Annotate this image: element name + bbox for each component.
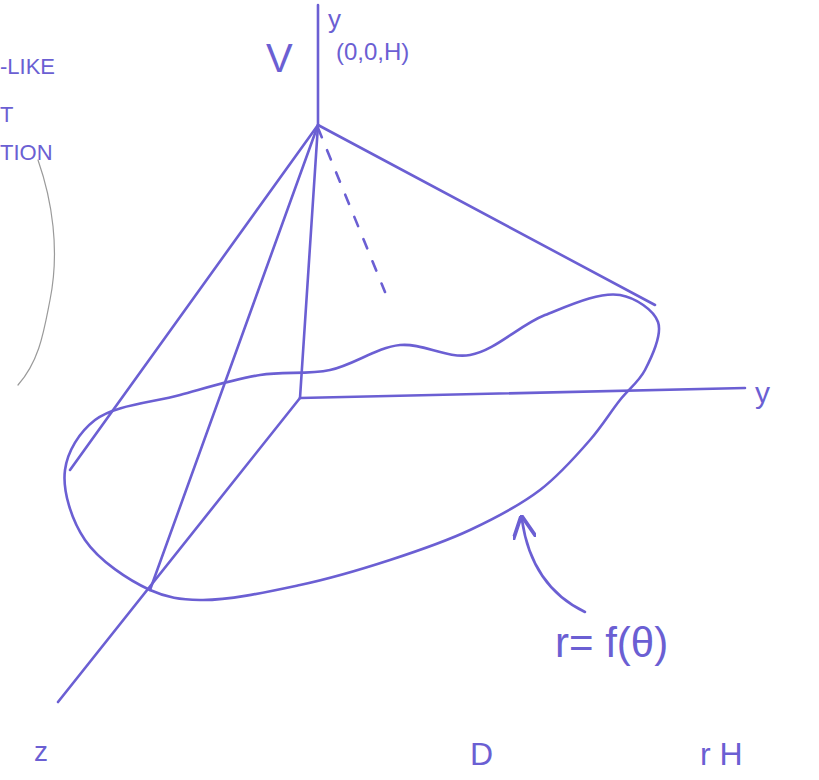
coordinate-label: (0,0,H) [336, 40, 409, 64]
vertex-label: V [266, 38, 293, 78]
axis-label: y [755, 378, 770, 408]
curve-label: r= f(θ) [555, 622, 668, 664]
cone-edge [318, 125, 655, 305]
base-curve [65, 294, 660, 600]
note-text: D [470, 738, 493, 770]
note-text: T [0, 104, 13, 126]
pointer-arrow [522, 520, 585, 612]
y-axis [300, 388, 745, 398]
note-text: r H [700, 738, 743, 770]
pencil-outline [18, 160, 54, 385]
axis-label: z [34, 738, 48, 766]
hidden-edge [318, 128, 385, 292]
cone-edge [150, 125, 318, 590]
note-text: TION [0, 142, 53, 164]
vertical-axis [300, 5, 318, 398]
note-text: -LIKE [0, 56, 55, 78]
cone-edge [70, 125, 318, 470]
axis-label: y [328, 6, 341, 32]
